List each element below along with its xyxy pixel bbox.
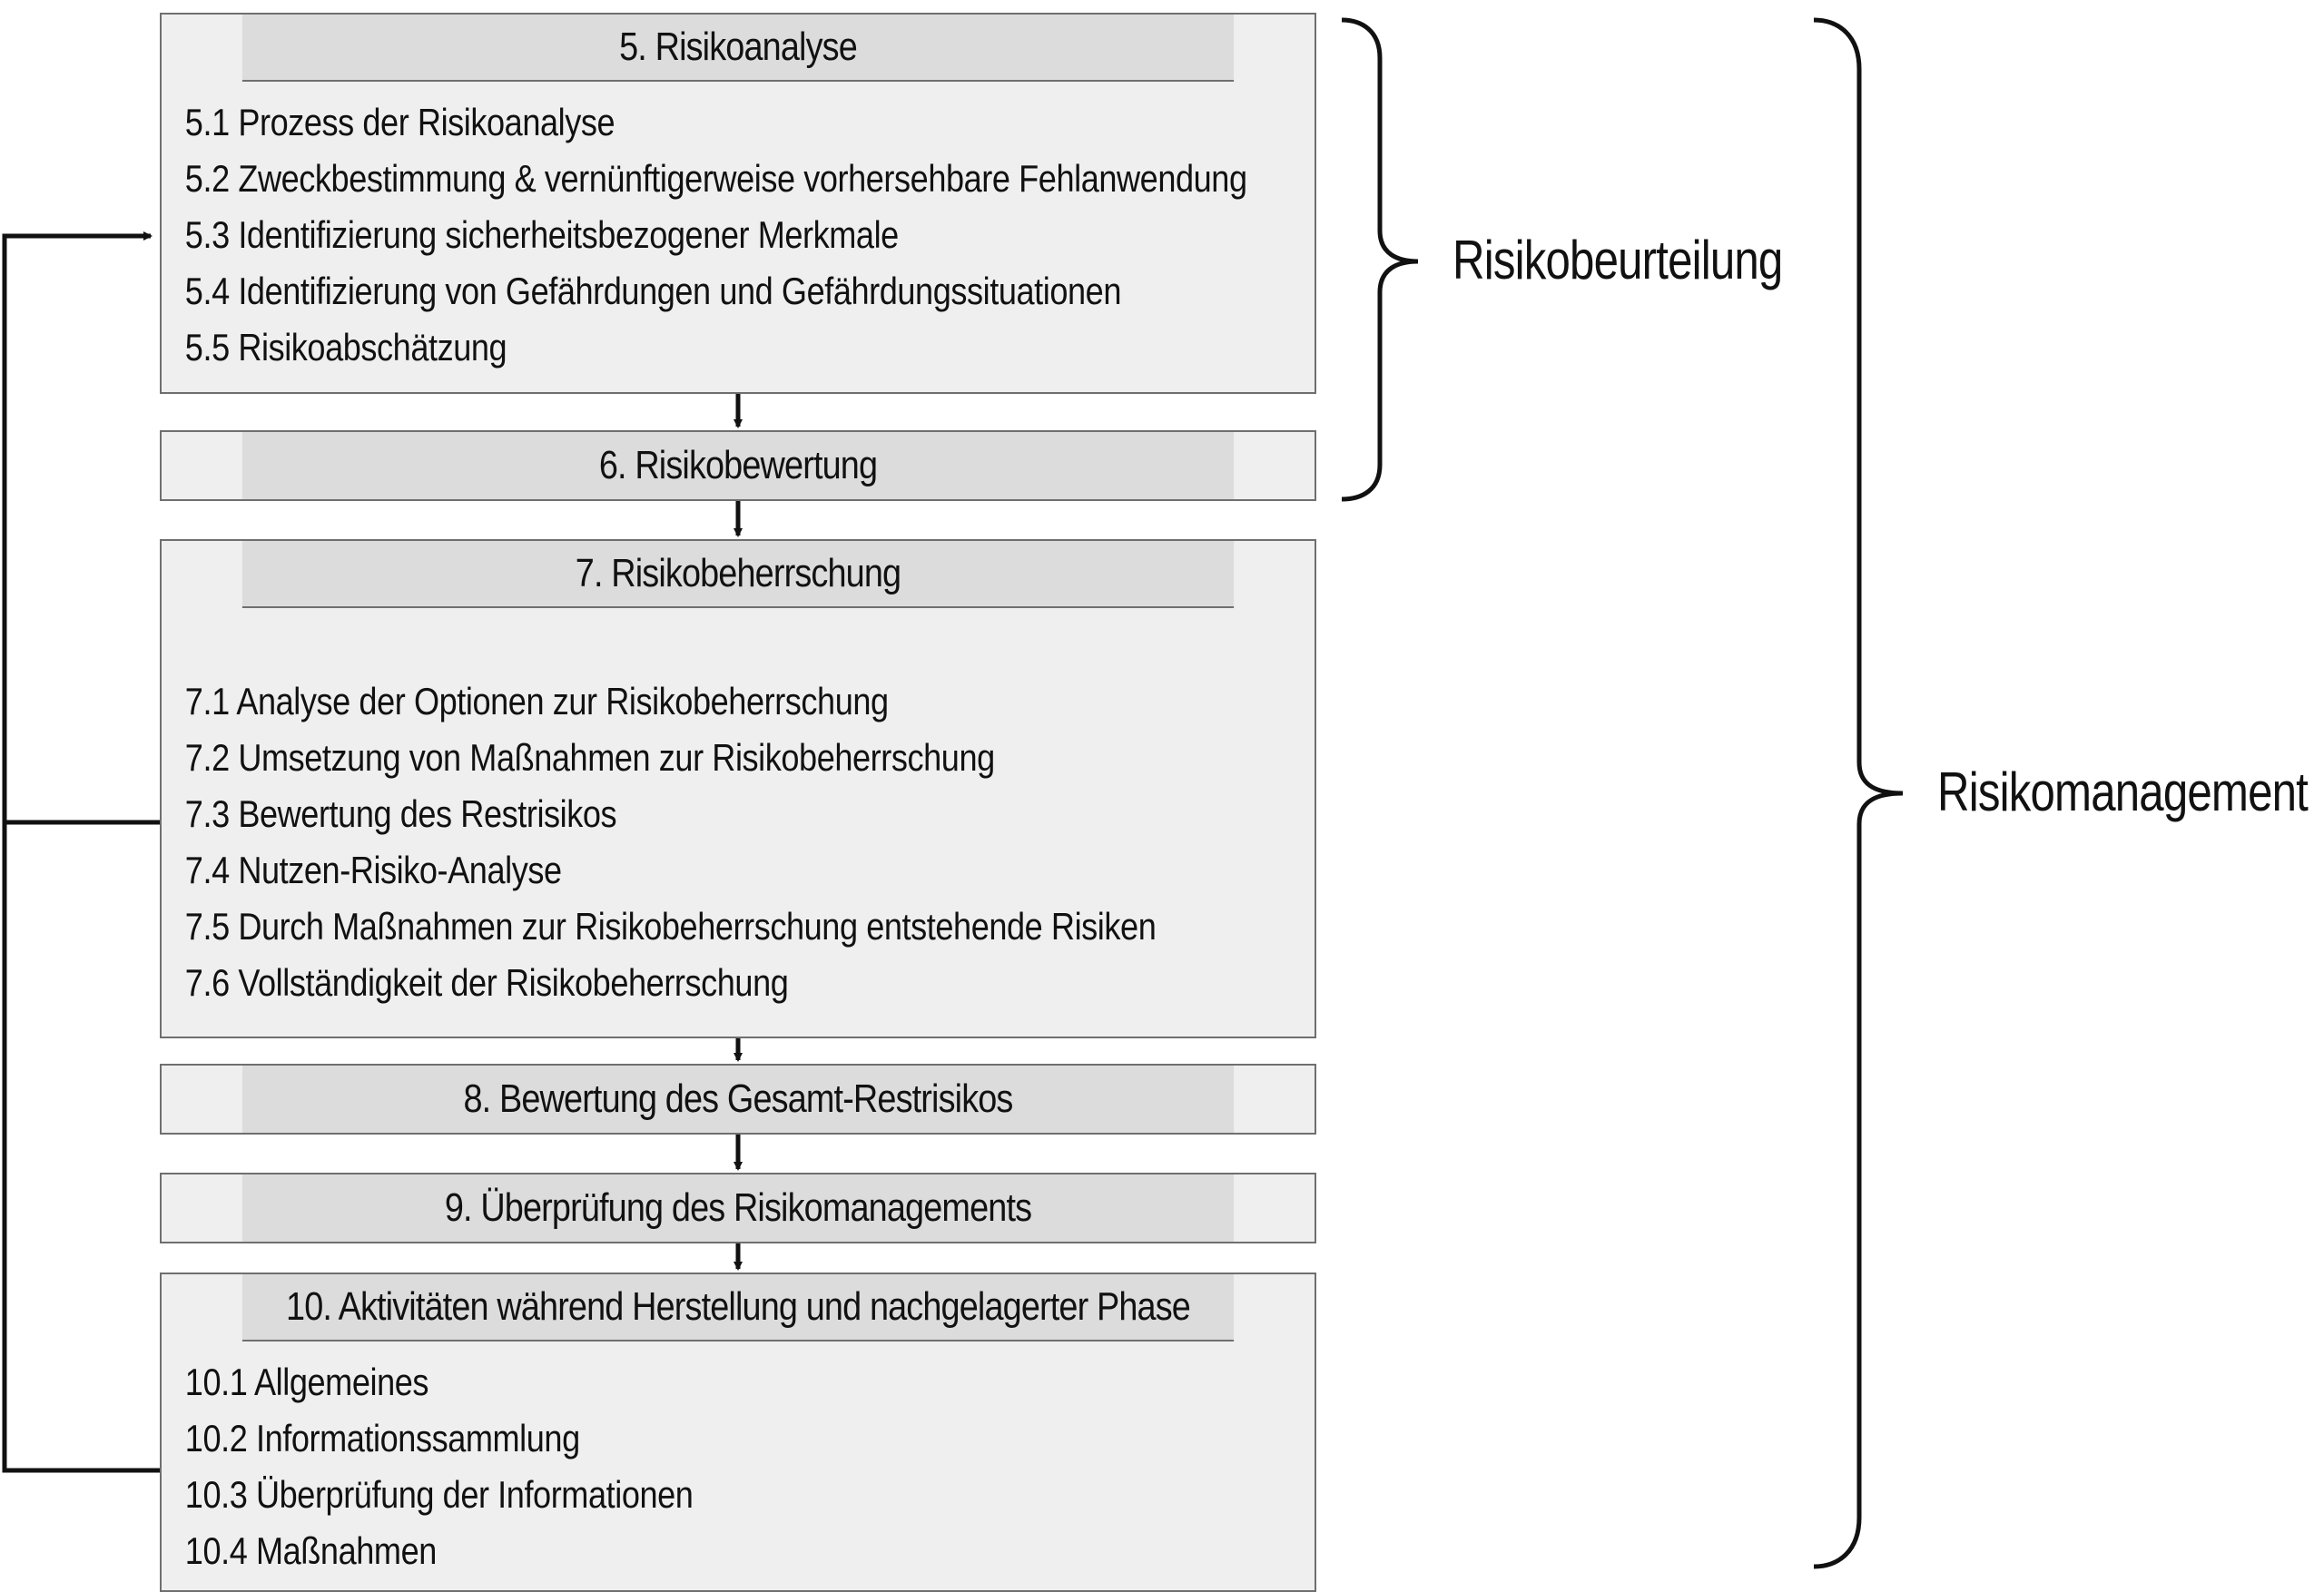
step-7-items: 7.1 Analyse der Optionen zur Risikobeher… [162, 608, 1157, 1011]
step-5-box: 5. Risikoanalyse 5.1 Prozess der Risikoa… [160, 13, 1316, 394]
list-item: 5.4 Identifizierung von Gefährdungen und… [184, 270, 1122, 312]
step-6-box: 6. Risikobewertung [160, 430, 1316, 501]
list-item: 10.4 Maßnahmen [184, 1529, 438, 1572]
label-risikomanagement: Risikomanagement [1937, 762, 2309, 822]
list-item: 5.2 Zweckbestimmung & vernünftigerweise … [184, 157, 1247, 200]
step-5-title: 5. Risikoanalyse [241, 15, 1235, 82]
step-6-title: 6. Risikobewertung [241, 432, 1235, 499]
step-7-box: 7. Risikobeherrschung 7.1 Analyse der Op… [160, 539, 1316, 1038]
brace-risikobeurteilung [1341, 17, 1419, 502]
list-item: 7.5 Durch Maßnahmen zur Risikobeherrschu… [184, 905, 1157, 948]
list-item: 10.3 Überprüfung der Informationen [184, 1473, 694, 1516]
step-8-title: 8. Bewertung des Gesamt-Restrisikos [241, 1066, 1235, 1133]
label-risikobeurteilung: Risikobeurteilung [1452, 230, 1783, 290]
step-8-box: 8. Bewertung des Gesamt-Restrisikos [160, 1064, 1316, 1135]
list-item: 7.6 Vollständigkeit der Risikobeherrschu… [184, 961, 789, 1004]
list-item: 7.1 Analyse der Optionen zur Risikobeher… [184, 680, 889, 722]
step-7-title: 7. Risikobeherrschung [241, 541, 1235, 608]
list-item: 10.1 Allgemeines [184, 1361, 429, 1403]
brace-risikomanagement [1813, 17, 1904, 1569]
step-10-title: 10. Aktivitäten während Herstellung und … [241, 1274, 1235, 1341]
step-10-items: 10.1 Allgemeines 10.2 Informationssammlu… [162, 1341, 1153, 1579]
list-item: 5.1 Prozess der Risikoanalyse [184, 101, 615, 143]
list-item: 10.2 Informationssammlung [184, 1417, 580, 1459]
list-item: 7.2 Umsetzung von Maßnahmen zur Risikobe… [184, 736, 995, 779]
step-9-box: 9. Überprüfung des Risikomanagements [160, 1173, 1316, 1243]
step-5-items: 5.1 Prozess der Risikoanalyse 5.2 Zweckb… [162, 82, 1247, 376]
step-10-box: 10. Aktivitäten während Herstellung und … [160, 1273, 1316, 1592]
list-item: 7.4 Nutzen-Risiko-Analyse [184, 849, 562, 891]
list-item: 7.3 Bewertung des Restrisikos [184, 792, 617, 835]
step-9-title: 9. Überprüfung des Risikomanagements [241, 1174, 1235, 1242]
list-item: 5.5 Risikoabschätzung [184, 326, 507, 369]
feedback-loop-line [2, 231, 160, 1473]
list-item: 5.3 Identifizierung sicherheitsbezogener… [184, 213, 899, 256]
